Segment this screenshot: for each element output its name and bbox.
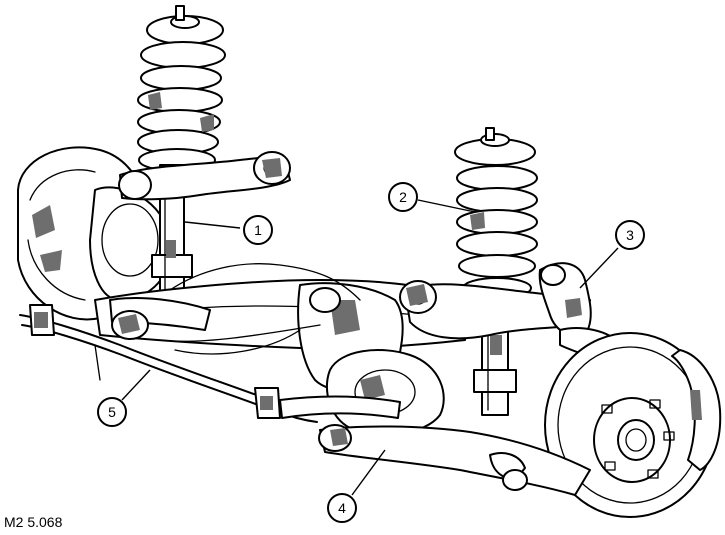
left-lower-arm — [109, 297, 321, 342]
left-upper-arm — [118, 151, 291, 201]
leader-2 — [417, 199, 476, 213]
lower-control-arm — [318, 424, 591, 496]
anti-roll-bar — [19, 304, 401, 423]
callout-5-label: 5 — [108, 404, 116, 420]
callout-4: 4 — [327, 493, 357, 523]
callout-2-label: 2 — [399, 189, 407, 205]
callout-1: 1 — [243, 215, 273, 245]
callout-3-label: 3 — [626, 227, 634, 243]
leader-5 — [121, 369, 151, 401]
figure-code: M2 5.068 — [4, 514, 63, 530]
brake-cable — [169, 263, 361, 355]
right-coil-spring — [454, 127, 538, 299]
left-brake-disc — [17, 146, 172, 321]
differential — [325, 349, 445, 436]
callout-3: 3 — [615, 220, 645, 250]
leader-3 — [579, 247, 619, 289]
left-coil-spring — [137, 5, 226, 172]
callout-1-label: 1 — [254, 222, 262, 238]
leader-4 — [351, 449, 386, 496]
leader-1 — [184, 221, 241, 229]
callout-5: 5 — [97, 397, 127, 427]
callout-2: 2 — [388, 182, 418, 212]
callout-4-label: 4 — [338, 500, 346, 516]
